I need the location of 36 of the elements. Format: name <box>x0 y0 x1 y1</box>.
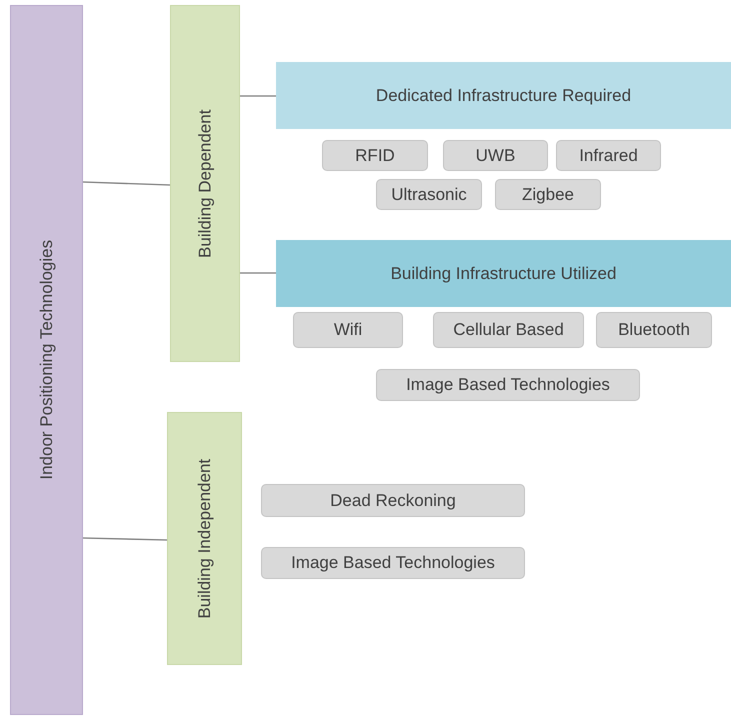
node-label: Dedicated Infrastructure Required <box>376 84 632 107</box>
node-label: Dead Reckoning <box>330 490 456 512</box>
technology-box <box>376 179 482 210</box>
technology-box <box>293 312 403 348</box>
node-label: Wifi <box>334 319 362 342</box>
connector-line <box>82 537 168 541</box>
node-label: Infrared <box>579 144 638 167</box>
category-bar <box>10 5 83 715</box>
node-label: RFID <box>355 144 395 167</box>
group-header <box>276 240 731 307</box>
connector-line <box>240 95 276 97</box>
technology-box <box>556 140 661 171</box>
connector-line <box>240 272 276 274</box>
node-label: Cellular Based <box>453 319 564 342</box>
node-label: Building Independent <box>194 458 215 618</box>
technology-box <box>596 312 712 348</box>
group-header <box>276 62 731 129</box>
technology-box <box>261 484 525 517</box>
category-bar <box>170 5 240 362</box>
technology-box <box>433 312 584 348</box>
node-label: Indoor Positioning Technologies <box>36 240 57 480</box>
node-label: Image Based Technologies <box>291 552 495 574</box>
technology-box <box>261 547 525 579</box>
category-bar <box>167 412 242 665</box>
connector-line <box>82 181 170 186</box>
technology-box <box>322 140 428 171</box>
technology-box <box>376 369 640 401</box>
technology-box <box>495 179 601 210</box>
node-label: Building Dependent <box>194 109 216 258</box>
node-label: Image Based Technologies <box>406 374 610 396</box>
node-label: Ultrasonic <box>391 184 467 206</box>
node-label: Bluetooth <box>618 319 690 342</box>
node-label: Building Infrastructure Utilized <box>390 262 616 285</box>
technology-box <box>443 140 548 171</box>
node-label: UWB <box>476 144 516 167</box>
node-label: Zigbee <box>522 184 574 206</box>
